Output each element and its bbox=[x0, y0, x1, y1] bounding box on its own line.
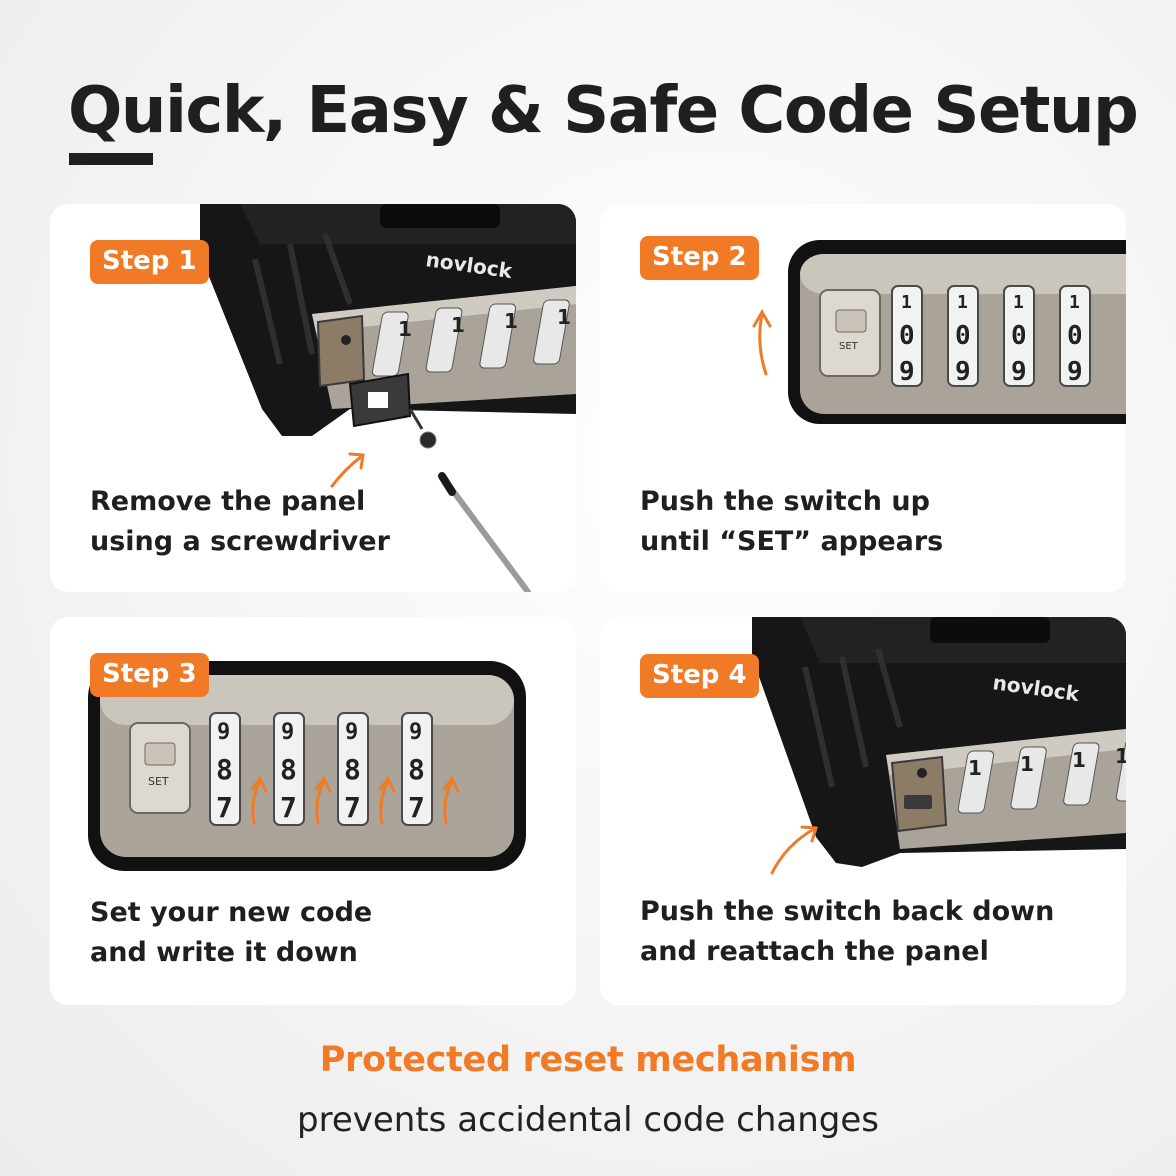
step-description: Push the switch up until “SET” appears bbox=[640, 486, 944, 557]
svg-text:8: 8 bbox=[280, 753, 297, 786]
lock-open-panel-illustration: novlock 1 1 1 1 bbox=[200, 204, 576, 592]
set-switch: SET bbox=[129, 722, 191, 814]
dial-row: 1 1 1 1 bbox=[957, 738, 1126, 814]
screw-icon bbox=[408, 408, 437, 449]
arrow-up-icon bbox=[330, 452, 365, 488]
title-underline bbox=[69, 153, 153, 165]
svg-text:7: 7 bbox=[216, 791, 233, 824]
svg-text:SET: SET bbox=[839, 341, 859, 352]
arrow-up-icon bbox=[770, 825, 818, 875]
dial-row: 9 8 7 9 8 7 9 8 7 9 8 7 bbox=[209, 712, 433, 826]
set-switch: SET bbox=[819, 289, 881, 377]
dial-row: 1 0 9 1 0 9 1 0 9 1 0 9 bbox=[891, 285, 1091, 387]
svg-text:9: 9 bbox=[345, 720, 358, 745]
arrow-up-icon bbox=[250, 776, 268, 825]
svg-text:1: 1 bbox=[398, 317, 412, 341]
svg-text:0: 0 bbox=[899, 321, 915, 351]
svg-text:9: 9 bbox=[409, 720, 422, 745]
step-badge: Step 4 bbox=[640, 654, 759, 698]
step-2-card: SET 1 0 9 1 0 9 1 0 9 1 0 9 Step 2 Push … bbox=[600, 204, 1126, 592]
svg-text:9: 9 bbox=[217, 720, 230, 745]
svg-text:9: 9 bbox=[281, 720, 294, 745]
step-badge: Step 2 bbox=[640, 236, 759, 280]
svg-text:1: 1 bbox=[1115, 744, 1126, 768]
panel-plate-icon bbox=[316, 314, 366, 388]
footer-subline: prevents accidental code changes bbox=[297, 1100, 879, 1140]
svg-text:SET: SET bbox=[148, 775, 169, 788]
key-plate-icon bbox=[348, 372, 412, 428]
svg-text:1: 1 bbox=[901, 292, 912, 313]
svg-text:0: 0 bbox=[955, 321, 971, 351]
svg-text:1: 1 bbox=[557, 305, 571, 329]
svg-text:9: 9 bbox=[955, 357, 971, 387]
screwdriver-icon bbox=[438, 472, 531, 592]
svg-text:1: 1 bbox=[504, 309, 518, 333]
lock-set-code-illustration: SET 9 8 7 9 8 7 9 8 7 9 8 7 bbox=[88, 661, 526, 871]
footer-highlight: Protected reset mechanism bbox=[319, 1040, 857, 1080]
step-description: Push the switch back down and reattach t… bbox=[640, 896, 1055, 967]
svg-text:7: 7 bbox=[344, 791, 361, 824]
arrow-up-icon bbox=[378, 776, 396, 825]
step-badge: Step 1 bbox=[90, 240, 209, 284]
svg-text:1: 1 bbox=[1013, 292, 1024, 313]
svg-text:9: 9 bbox=[1067, 357, 1083, 387]
svg-text:8: 8 bbox=[408, 753, 425, 786]
step-badge: Step 3 bbox=[90, 653, 209, 697]
arrow-up-icon bbox=[314, 776, 332, 825]
svg-text:1: 1 bbox=[451, 313, 465, 337]
svg-text:7: 7 bbox=[408, 791, 425, 824]
svg-text:1: 1 bbox=[1072, 748, 1086, 772]
step-4-card: novlock 1 1 1 1 Step 4 Push the switch b… bbox=[600, 617, 1126, 1005]
lock-dials-illustration: SET 1 0 9 1 0 9 1 0 9 1 0 9 bbox=[752, 240, 1126, 424]
page-title: Quick, Easy & Safe Code Setup bbox=[68, 74, 1139, 148]
svg-text:1: 1 bbox=[1069, 292, 1080, 313]
step-description: Set your new code and write it down bbox=[90, 897, 373, 968]
svg-text:8: 8 bbox=[216, 753, 233, 786]
lock-reattach-panel-illustration: novlock 1 1 1 1 bbox=[752, 617, 1126, 875]
dial-row: 1 1 1 1 bbox=[371, 299, 571, 377]
step-description: Remove the panel using a screwdriver bbox=[90, 486, 390, 557]
svg-text:1: 1 bbox=[957, 292, 968, 313]
svg-text:1: 1 bbox=[1020, 752, 1034, 776]
svg-text:9: 9 bbox=[1011, 357, 1027, 387]
arrow-up-icon bbox=[752, 308, 772, 376]
svg-text:1: 1 bbox=[968, 756, 982, 780]
step-1-card: novlock 1 1 1 1 bbox=[50, 204, 576, 592]
panel-plate-icon bbox=[890, 755, 948, 833]
svg-text:9: 9 bbox=[899, 357, 915, 387]
svg-text:7: 7 bbox=[280, 791, 297, 824]
step-3-card: SET 9 8 7 9 8 7 9 8 7 9 8 7 Step 3 bbox=[50, 617, 576, 1005]
svg-text:0: 0 bbox=[1011, 321, 1027, 351]
svg-text:8: 8 bbox=[344, 753, 361, 786]
svg-text:0: 0 bbox=[1067, 321, 1083, 351]
arrow-up-icon bbox=[442, 776, 460, 825]
